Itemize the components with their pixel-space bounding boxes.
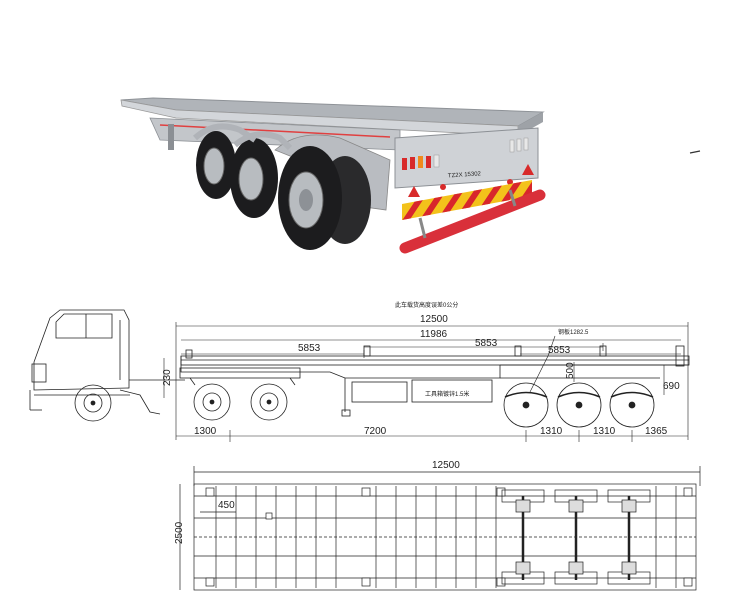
wheel-axle-2 — [230, 138, 278, 218]
side-view-labels: 此车载货高度误差0公分 12500 11986 5853 5853 5853 钢… — [162, 301, 680, 437]
wheel-axle-1 — [196, 131, 236, 199]
top-dim-front-offset: 450 — [218, 500, 235, 511]
label-leaf-spring: 钢板1282.5 — [558, 328, 589, 336]
top-dim-overall-length: 12500 — [432, 460, 460, 471]
tractor-cab — [29, 309, 185, 422]
dim-axle-spacing-2: 1310 — [593, 426, 616, 437]
dim-lock-spacing-right: 5853 — [548, 345, 571, 356]
dim-overall-length: 12500 — [420, 314, 448, 325]
rear-bumper — [399, 189, 546, 254]
twist-locks — [205, 487, 693, 587]
side-view-drawing — [29, 309, 690, 442]
dim-neck-height: 230 — [162, 369, 173, 386]
trailer-photo: TZ2X 15302 — [120, 97, 701, 254]
rear-lights — [402, 137, 534, 197]
trailer-wheels — [503, 382, 655, 428]
tractor-rear-wheels — [179, 367, 301, 421]
top-view-labels: 12500 450 2500 — [174, 460, 460, 544]
dim-lock-spacing-left: 5853 — [298, 343, 321, 354]
dim-kingpin-to-axle: 7200 — [364, 426, 387, 437]
trailer-deck-side — [180, 345, 690, 417]
dim-suspension-height: 500 — [565, 362, 576, 379]
side-marker-strip — [159, 124, 391, 138]
dim-lock-spacing-mid: 5853 — [475, 338, 498, 349]
dim-deck-length: 11986 — [420, 329, 448, 340]
dim-rear-overhang: 1365 — [645, 426, 668, 437]
top-view-drawing — [179, 466, 701, 591]
top-dim-width: 2500 — [174, 521, 185, 544]
dim-axle-spacing-1: 1310 — [540, 426, 563, 437]
landing-leg — [168, 124, 174, 150]
axle-assemblies — [501, 489, 651, 585]
wheel-axle-3 — [278, 146, 371, 250]
edge-mark — [689, 150, 701, 154]
cross-members — [215, 486, 677, 588]
side-note: 此车载货高度误差0公分 — [395, 301, 458, 309]
rear-light-panel — [394, 127, 539, 189]
dim-kingpin-offset: 1300 — [194, 426, 217, 437]
rear-plate-text: TZ2X 15302 — [448, 171, 482, 179]
label-toolbox: 工具箱镀锌1.5米 — [425, 390, 469, 398]
dim-rear-height: 690 — [663, 381, 680, 392]
side-dimension-lines — [163, 322, 689, 442]
